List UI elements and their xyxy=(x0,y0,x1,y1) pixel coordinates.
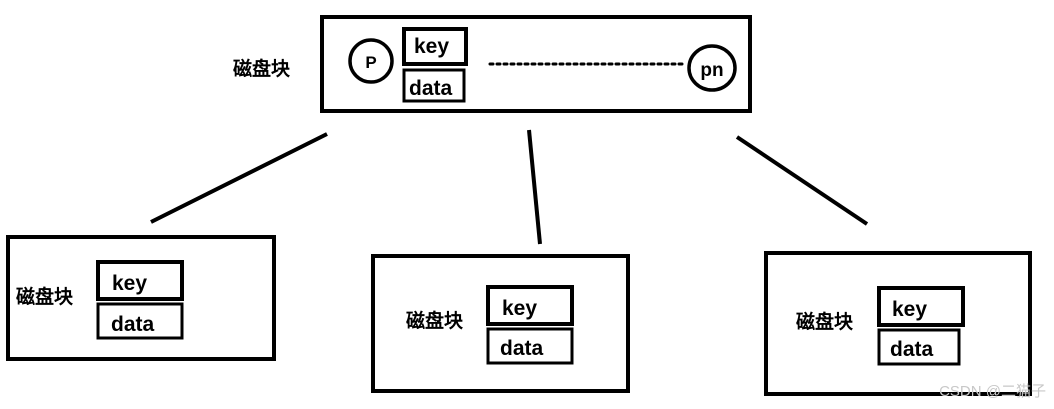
child-key-cell xyxy=(877,286,965,327)
connector-left xyxy=(150,132,328,224)
child-block-frame xyxy=(371,254,630,393)
child-disk-block-2: 磁盘块 key data xyxy=(371,254,630,393)
connector-right xyxy=(735,135,869,226)
child-data-label: data xyxy=(890,338,934,361)
child-key-label: key xyxy=(112,272,147,295)
child-key-label: key xyxy=(502,297,537,320)
pointer-pn-node xyxy=(687,44,737,92)
root-data-cell xyxy=(402,68,466,103)
root-block-label: 磁盘块 xyxy=(233,57,291,80)
connectors xyxy=(150,129,869,245)
child-block-frame xyxy=(764,251,1032,396)
child-key-label: key xyxy=(892,298,927,321)
child-data-cell xyxy=(877,328,961,366)
pointer-p-node xyxy=(348,38,394,84)
watermark: CSDN @二猫子 xyxy=(939,383,1046,400)
child-block-label: 磁盘块 xyxy=(406,309,464,332)
root-disk-block: 磁盘块 P key data pn xyxy=(233,15,752,113)
connector-middle xyxy=(527,129,542,245)
root-block-frame xyxy=(320,15,752,113)
child-disk-block-3: 磁盘块 key data xyxy=(764,251,1032,396)
child-key-cell xyxy=(486,285,574,326)
root-data-label: data xyxy=(409,77,453,100)
child-disk-block-1: 磁盘块 key data xyxy=(6,235,276,361)
root-key-cell xyxy=(402,27,468,66)
child-block-label: 磁盘块 xyxy=(796,310,854,333)
child-data-cell xyxy=(486,327,574,365)
pointer-pn-label: pn xyxy=(700,60,723,81)
pointer-p-label: P xyxy=(365,53,376,72)
child-data-cell xyxy=(96,302,184,340)
child-block-frame xyxy=(6,235,276,361)
child-key-cell xyxy=(96,260,184,301)
root-key-label: key xyxy=(414,35,449,58)
child-block-label: 磁盘块 xyxy=(16,285,74,308)
child-data-label: data xyxy=(111,313,155,336)
child-data-label: data xyxy=(500,337,544,360)
